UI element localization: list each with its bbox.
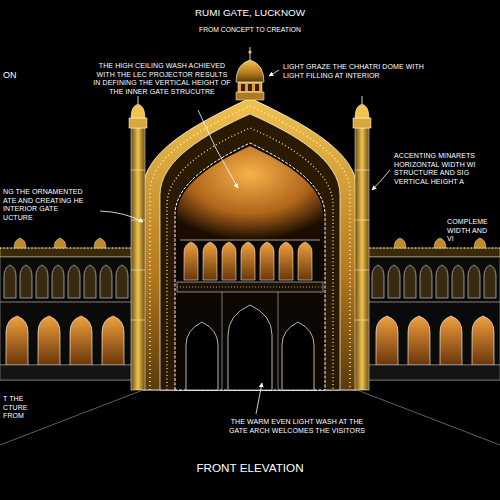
minaret — [353, 96, 371, 390]
callout-note: ACCENTING MINARETS HORIZONTAL WIDTH WI S… — [394, 152, 494, 186]
callout-note: THE HIGH CEILING WASH ACHIEVED WITH THE … — [92, 62, 232, 96]
leader-arrow — [100, 70, 390, 414]
side-wing — [368, 238, 500, 380]
callout-note: THE WARM EVEN LIGHT WASH AT THE GATE ARC… — [222, 418, 372, 435]
caption: FRONT ELEVATION — [0, 461, 500, 474]
callout-note: LIGHT GRAZE THE CHHATRI DOME WITH LIGHT … — [283, 63, 433, 80]
title: RUMI GATE, LUCKNOW — [0, 7, 500, 18]
callout-note: NG THE ORNAMENTED ATE AND CREATING HE IN… — [3, 188, 85, 222]
gate-frame — [143, 98, 357, 390]
side-wing — [0, 238, 132, 380]
minaret — [129, 96, 147, 390]
inner-gate — [177, 146, 323, 390]
subtitle: FROM CONCEPT TO CREATION — [0, 26, 500, 33]
chhatri — [236, 47, 264, 100]
cropped-heading: ON — [3, 71, 17, 80]
callout-note: T THE CTURE FROM — [3, 395, 33, 421]
callout-note: COMPLEME WIDTH AND VI — [447, 218, 495, 244]
